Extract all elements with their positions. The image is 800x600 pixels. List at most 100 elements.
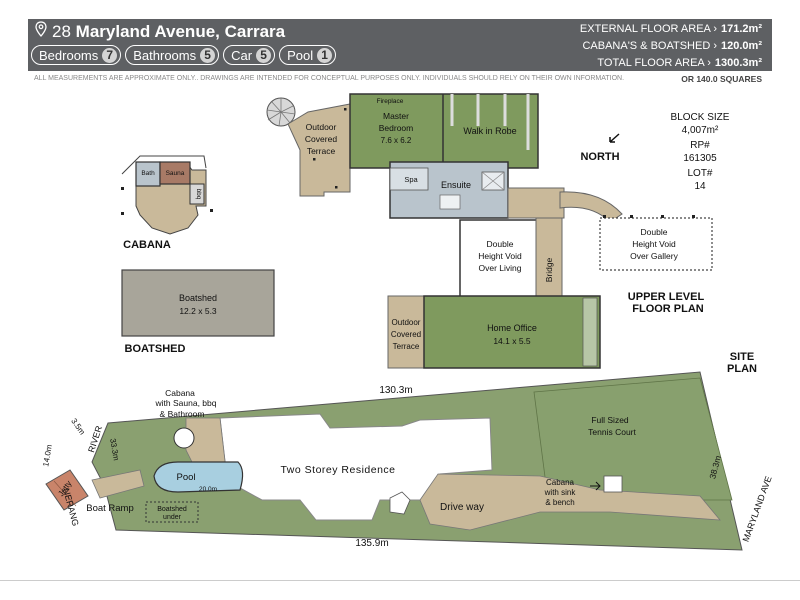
boatshed-under-outline bbox=[145, 501, 199, 523]
north-arrow-icon bbox=[609, 133, 620, 143]
pill-count: 1 bbox=[317, 47, 333, 63]
site-cabana-label-2: with Sauna, bbq bbox=[155, 398, 217, 408]
upper-level-title-1: UPPER LEVEL bbox=[628, 291, 705, 303]
squares-text: OR 140.0 SQUARES bbox=[681, 74, 762, 84]
rp-label: RP# bbox=[690, 140, 710, 151]
spa-label: Spa bbox=[404, 175, 418, 184]
void-living-label-1: Double bbox=[487, 239, 514, 249]
site-cabana-label-3: & Bathroom bbox=[160, 409, 205, 419]
residence-label: Two Storey Residence bbox=[280, 464, 395, 476]
spiral-stair-treads bbox=[266, 98, 296, 127]
left-dimension: 33.3m bbox=[108, 438, 121, 462]
master-label-2: Bedroom bbox=[379, 123, 414, 133]
void-over-gallery bbox=[599, 217, 713, 271]
column bbox=[661, 215, 664, 218]
upper-level-title-2: FLOOR PLAN bbox=[632, 303, 704, 315]
master-size: 7.6 x 6.2 bbox=[381, 136, 412, 145]
boatshed-under-label-2: under bbox=[163, 514, 182, 521]
driveway-label: Drive way bbox=[440, 502, 484, 513]
jetty-width: 3.5m bbox=[69, 417, 87, 437]
column bbox=[121, 187, 124, 190]
void-gallery-label-1: Double bbox=[641, 227, 668, 237]
terrace-label-2: Covered bbox=[305, 134, 337, 144]
boatshed-floor bbox=[121, 269, 275, 337]
column bbox=[210, 209, 213, 212]
boatshed-plan: Boatshed 12.2 x 5.3 BOATSHED bbox=[121, 269, 275, 355]
landing-floor bbox=[507, 187, 565, 219]
bath-label: Bath bbox=[141, 170, 155, 177]
void-gallery-label-2: Height Void bbox=[632, 239, 676, 249]
lower-terrace-label-3: Terrace bbox=[393, 342, 420, 351]
lot-value: 14 bbox=[694, 181, 706, 192]
site-title-2: PLAN bbox=[727, 363, 757, 375]
stat-cabana-boatshed: CABANA'S & BOATSHED ›120.0m² bbox=[582, 40, 762, 52]
stat-label: EXTERNAL FLOOR AREA bbox=[579, 23, 711, 35]
shower-cross bbox=[481, 171, 505, 191]
home-office-floor bbox=[423, 295, 601, 369]
bbq-label: bbq bbox=[195, 189, 202, 200]
site-plan: SITE PLAN 130.3m 135.9m 38.3m 33.3m 3.5m… bbox=[41, 351, 774, 551]
upper-level-plan: Fireplace Master Bedroom 7.6 x 6.2 Walk … bbox=[266, 93, 713, 369]
site-entry-pavilion bbox=[389, 491, 411, 515]
address-number: 28 bbox=[52, 22, 71, 41]
pill-label: Pool bbox=[287, 47, 314, 63]
cabana-roof-outline bbox=[121, 155, 207, 175]
tennis-cabana-label-2: with sink bbox=[544, 488, 577, 497]
cabana-title: CABANA bbox=[123, 239, 171, 251]
arrow-right-icon bbox=[590, 481, 601, 491]
boatshed-label: Boatshed bbox=[179, 293, 217, 303]
home-office-size: 14.1 x 5.5 bbox=[493, 336, 531, 346]
sauna-label: Sauna bbox=[166, 170, 185, 177]
cabana-plan: Bath Sauna bbq CABANA bbox=[121, 155, 213, 251]
boat-ramp-label: Boat Ramp bbox=[86, 503, 134, 514]
bridge-floor bbox=[535, 217, 563, 303]
stat-value: 1300.3m² bbox=[714, 57, 762, 69]
column bbox=[692, 215, 695, 218]
jetty-shape bbox=[45, 469, 89, 511]
jetty-boards bbox=[53, 480, 77, 507]
address-title: 28 Maryland Avenue, Carrara bbox=[52, 22, 285, 42]
tennis-cabana-label-3: & bench bbox=[545, 498, 574, 507]
jetty-length: 14.0m bbox=[41, 444, 54, 468]
vanity-icon bbox=[439, 194, 461, 210]
site-cabana-label-1: Cabana bbox=[165, 388, 195, 398]
master-bedroom-floor bbox=[349, 93, 539, 169]
stat-value: 120.0m² bbox=[721, 40, 762, 52]
address-street: Maryland Avenue, Carrara bbox=[75, 22, 286, 41]
pool-label: Pool bbox=[176, 472, 195, 483]
boatshed-title: BOATSHED bbox=[125, 343, 186, 355]
stat-total-area: TOTAL FLOOR AREA ›1300.3m² bbox=[597, 57, 762, 69]
location-pin-icon bbox=[35, 21, 47, 37]
lower-terrace-label-1: Outdoor bbox=[392, 318, 421, 327]
terrace-label-1: Outdoor bbox=[306, 122, 337, 132]
site-info: BLOCK SIZE 4,007m² RP# 161305 LOT# 14 NO… bbox=[580, 112, 729, 192]
north-label: NORTH bbox=[580, 151, 619, 163]
tennis-label-2: Tennis Court bbox=[588, 427, 636, 437]
street-label: MARYLAND AVE bbox=[741, 475, 774, 543]
pill-count: 5 bbox=[256, 47, 272, 63]
site-cabana-marker bbox=[173, 427, 195, 449]
tennis-cabana-marker bbox=[603, 475, 623, 493]
pool-dimension: 20.0m bbox=[199, 486, 217, 493]
terrace-floor bbox=[287, 103, 351, 197]
sauna-room bbox=[159, 161, 191, 185]
disclaimer-text: ALL MEASUREMENTS ARE APPROXIMATE ONLY.. … bbox=[34, 75, 625, 82]
stat-external-area: EXTERNAL FLOOR AREA ›171.2m² bbox=[580, 23, 762, 35]
pill-label: Bedrooms bbox=[39, 47, 99, 63]
pool-shape bbox=[153, 461, 244, 493]
top-dimension: 130.3m bbox=[379, 385, 412, 396]
walkin-robe-label: Walk in Robe bbox=[463, 126, 516, 136]
boatshed-size: 12.2 x 5.3 bbox=[179, 306, 217, 316]
stat-label: TOTAL FLOOR AREA bbox=[597, 57, 705, 69]
column bbox=[603, 215, 606, 218]
pill-label: Car bbox=[231, 47, 253, 63]
spa-tub bbox=[389, 167, 429, 191]
void-living-label-3: Over Living bbox=[479, 263, 522, 273]
stat-value: 171.2m² bbox=[721, 23, 762, 35]
chevron-right-icon: › bbox=[713, 23, 718, 35]
boat-ramp-path bbox=[91, 469, 145, 499]
column bbox=[121, 212, 124, 215]
